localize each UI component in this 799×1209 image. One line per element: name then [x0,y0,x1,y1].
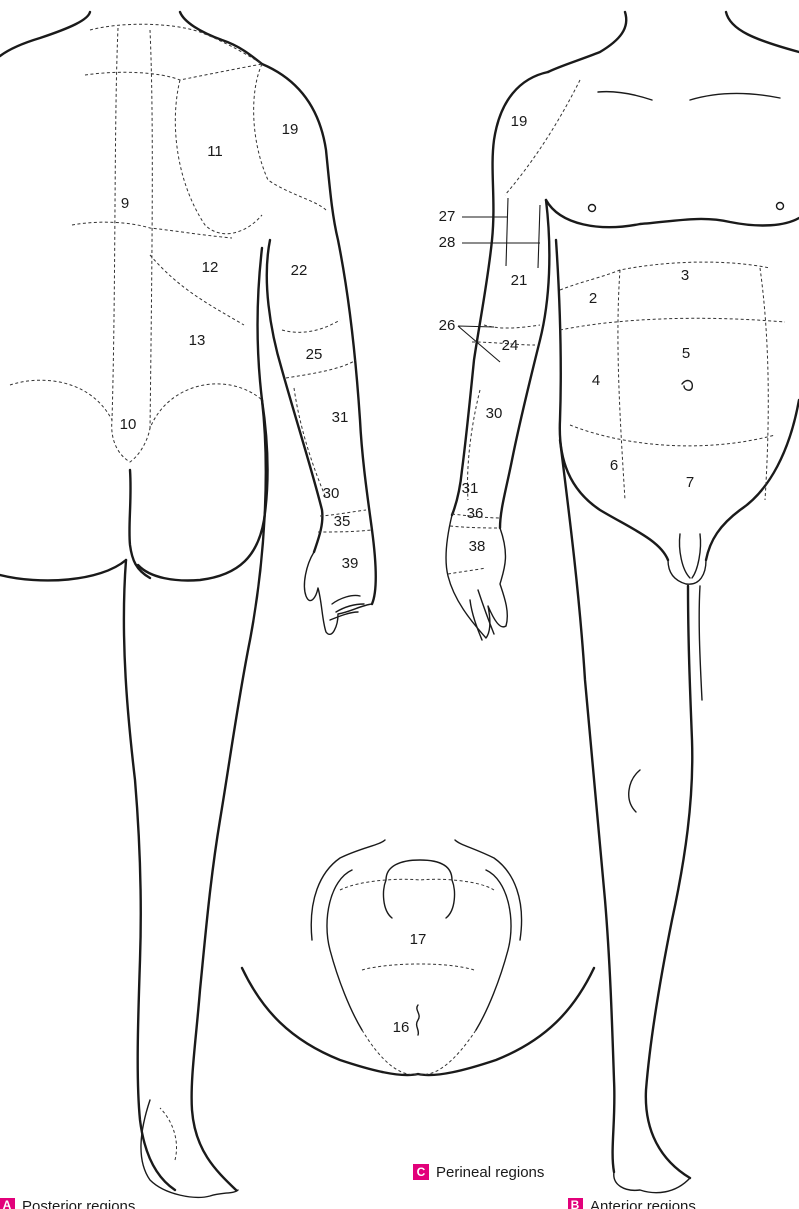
anterior-label-3: 3 [681,267,689,284]
perineal-label-16: 16 [393,1019,410,1036]
anterior-arm-outline-inner [500,200,549,528]
anterior-neck-right [726,12,799,52]
caption-perineal-letter: C [417,1165,426,1179]
anterior-leg-line [699,586,702,700]
anterior-label-36: 36 [467,505,484,522]
anterior-leader-27 [462,198,508,266]
posterior-heel-line [160,1108,177,1160]
posterior-buttock-left [0,560,126,580]
perineal-label-17: 17 [410,931,427,948]
posterior-view: 9 10 11 12 13 19 22 25 31 30 35 39 [0,12,376,1197]
anterior-label-21: 21 [511,272,528,289]
posterior-label-30: 30 [323,485,340,502]
posterior-leg-left-outer [124,560,175,1190]
anterior-arm-outline-outer [452,72,548,515]
posterior-arm-outline-inner [267,240,323,552]
perineal-anus [417,1005,420,1035]
anterior-torso-left [556,240,668,560]
caption-anterior-text: Anterior regions [590,1198,696,1209]
posterior-leg-right-outer [192,400,266,1190]
anterior-torso-right [706,400,799,560]
anterior-label-27: 27 [439,208,456,225]
perineal-region-lines [340,879,494,1074]
anterior-label-6: 6 [610,457,618,474]
posterior-arm-outline-outer [262,64,376,604]
anterior-label-38: 38 [469,538,486,555]
anterior-foot [614,1172,690,1193]
perineal-scrotum-left [327,870,362,1030]
posterior-label-10: 10 [120,416,137,433]
anterior-label-7: 7 [686,474,694,491]
posterior-label-22: 22 [291,262,308,279]
caption-posterior: A Posterior regions [0,1198,135,1209]
anterior-label-19: 19 [511,113,528,130]
anterior-region-lines [448,80,785,574]
anterior-genital [668,534,706,584]
anterior-nipple-right [777,203,784,210]
anterior-label-31: 31 [462,480,479,497]
anterior-nipple-left [589,205,596,212]
caption-posterior-letter: A [3,1198,12,1209]
posterior-label-35: 35 [334,513,351,530]
anterior-leg-inner [646,586,692,1178]
perineal-view: 17 16 [242,840,594,1075]
caption-perineal-text: Perineal regions [436,1164,544,1181]
posterior-label-31: 31 [332,409,349,426]
caption-perineal: C Perineal regions [413,1164,544,1181]
anterior-label-24: 24 [502,337,519,354]
caption-posterior-text: Posterior regions [22,1198,135,1209]
posterior-label-9: 9 [121,195,129,212]
posterior-label-39: 39 [342,555,359,572]
anterior-label-30: 30 [486,405,503,422]
perineal-outline [242,968,594,1075]
anterior-label-2: 2 [589,290,597,307]
anterior-clavicle [598,92,780,100]
posterior-label-11: 11 [207,143,223,160]
posterior-label-13: 13 [189,332,206,349]
anterior-leg-left-outer [560,440,614,1172]
anterior-navel [682,381,692,391]
posterior-hand [304,552,372,634]
anterior-leader-28 [462,205,540,268]
posterior-region-lines [10,24,372,532]
anterior-label-26: 26 [439,317,456,334]
posterior-heel [141,1100,238,1197]
caption-anterior-letter: B [571,1198,580,1209]
posterior-neck-left [0,12,90,56]
caption-anterior: B Anterior regions [568,1198,696,1209]
anterior-chest [546,200,799,227]
anterior-label-28: 28 [439,234,456,251]
anterior-label-4: 4 [592,372,600,389]
anterior-view: 19 27 28 21 26 24 30 31 36 38 2 3 4 5 6 … [439,12,799,1193]
anterior-label-5: 5 [682,345,690,362]
anterior-neck-left [548,12,626,72]
anterior-knee [629,770,640,812]
perineal-penis [384,860,455,918]
posterior-label-12: 12 [202,259,219,276]
posterior-label-19: 19 [282,121,299,138]
perineal-scrotum-right [476,870,511,1030]
posterior-label-25: 25 [306,346,323,363]
anterior-hand [446,515,507,638]
perineal-thigh-left [311,840,385,940]
posterior-buttock-cleft [129,470,150,578]
